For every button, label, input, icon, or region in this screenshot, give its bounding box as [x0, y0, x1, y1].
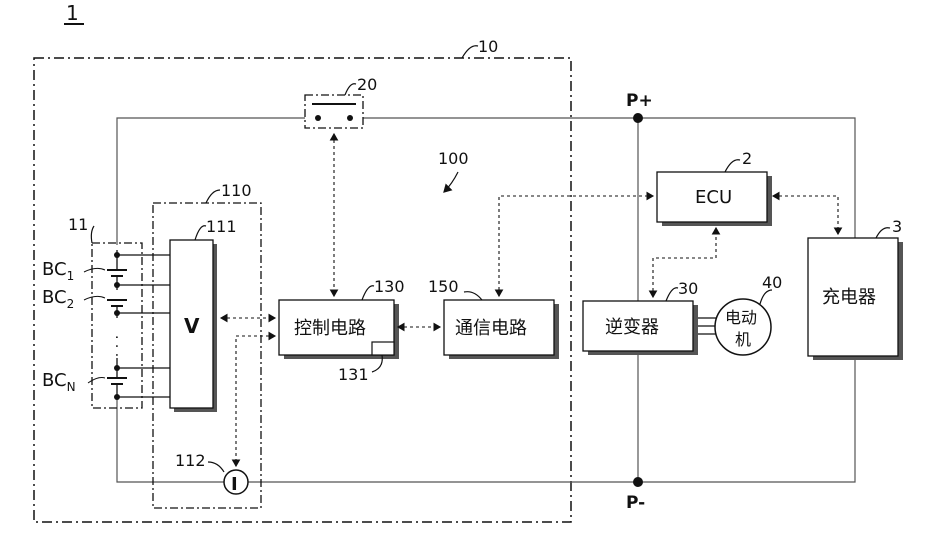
cell-label-bc1: BC1 [42, 259, 74, 283]
relay-ref-label: 20 [357, 75, 377, 94]
negative-terminal [633, 477, 643, 487]
cell-label-bc2: BC2 [42, 287, 74, 311]
cell-tap-lines [117, 255, 170, 397]
cell-label-bcn: BCN [42, 370, 76, 394]
system-boundary-box [34, 58, 571, 522]
motor-label-line2: 机 [735, 330, 751, 349]
memory-ref-label: 131 [338, 365, 369, 384]
control-circuit-label: 控制电路 [294, 318, 366, 339]
ecu-label: ECU [695, 187, 732, 208]
current-sensor-ref-label: 112 [175, 451, 206, 470]
battery-pack-ref-label: 11 [68, 215, 88, 234]
comm-circuit-label: 通信电路 [455, 318, 527, 339]
ecu-ref-label: 2 [742, 149, 752, 168]
figure-number: 1 [66, 1, 79, 25]
voltage-unit-ref-label: 111 [206, 217, 237, 236]
positive-terminal-label: P+ [626, 91, 653, 111]
inverter-label: 逆变器 [605, 317, 659, 338]
cell-ellipsis: · · · [108, 335, 124, 357]
measurement-group-ref-label: 110 [221, 181, 252, 200]
voltage-block-label: V [184, 314, 200, 338]
current-sensor-label: I [231, 474, 238, 495]
negative-terminal-label: P- [626, 493, 645, 513]
system-ref-label: 10 [478, 37, 498, 56]
control-circuit-ref-label: 130 [374, 277, 405, 296]
charger-label: 充电器 [822, 287, 876, 308]
battery-cells [107, 250, 127, 397]
inverter-ref-label: 30 [678, 279, 698, 298]
motor-label-line1: 电动 [725, 308, 757, 327]
bms-ref-label: 100 [438, 149, 469, 168]
comm-circuit-ref-label: 150 [428, 277, 459, 296]
positive-terminal [633, 113, 643, 123]
memory-block [372, 342, 394, 355]
relay-box [305, 95, 363, 128]
charger-ref-label: 3 [892, 217, 902, 236]
motor-ref-label: 40 [762, 273, 782, 292]
